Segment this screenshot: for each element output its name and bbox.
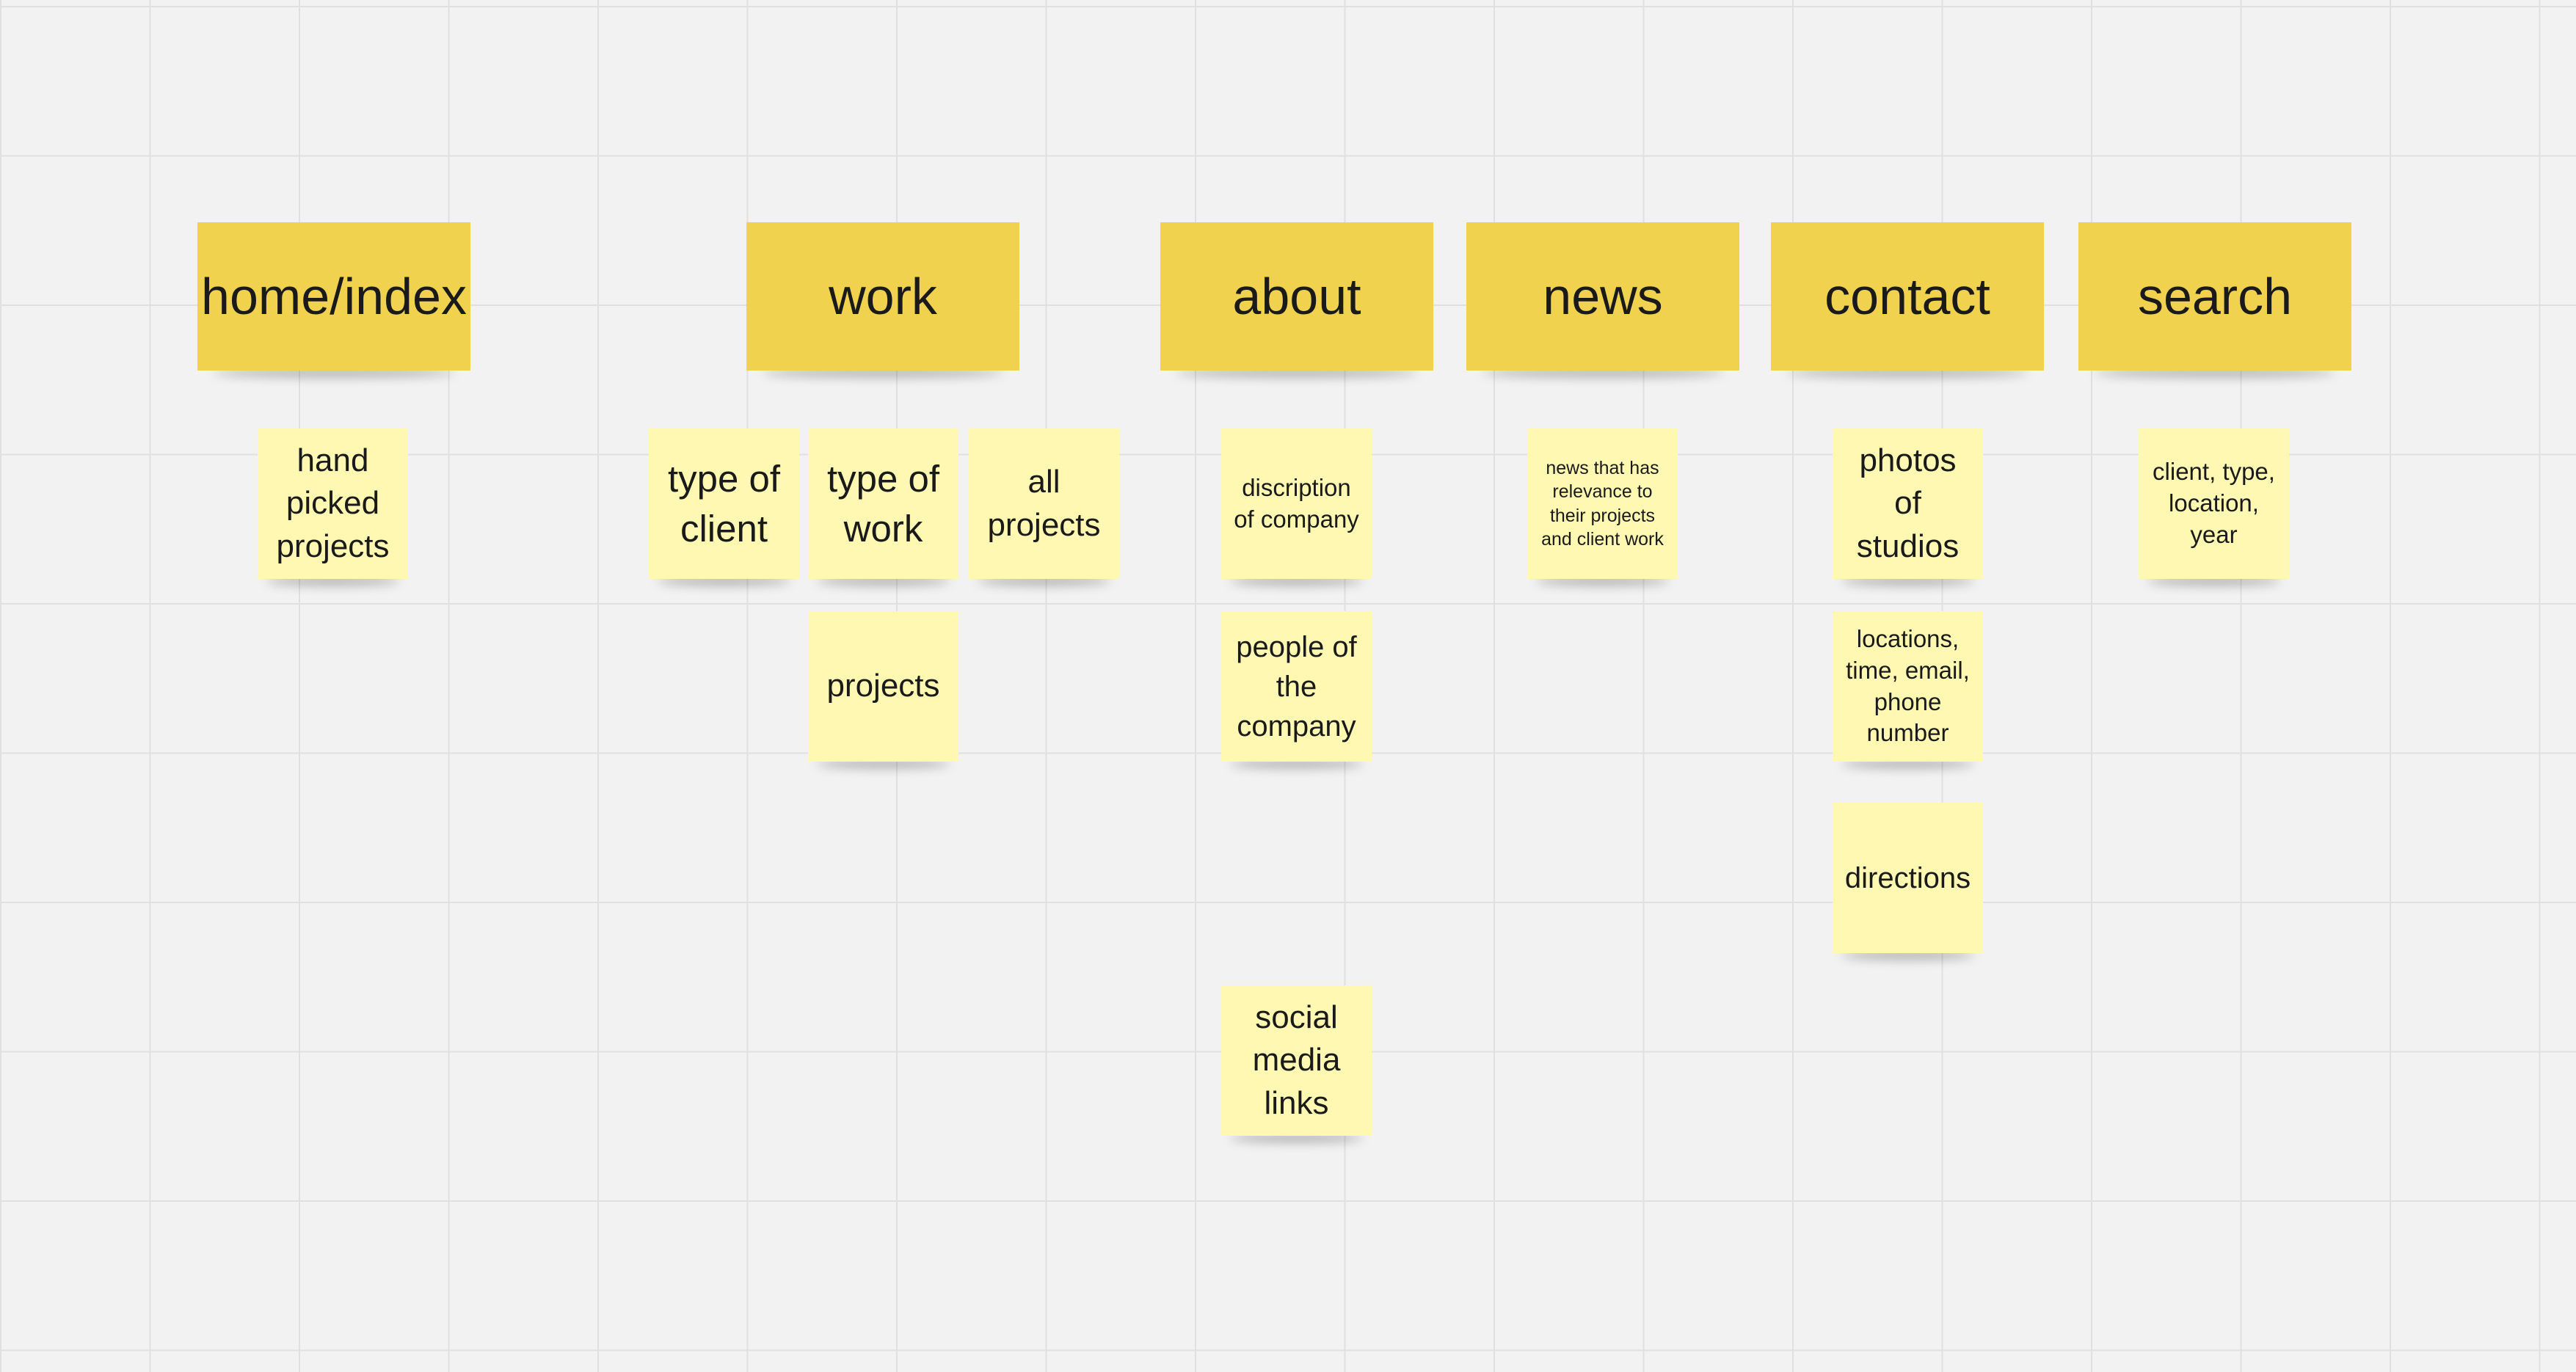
- sticky-note-text: type of work: [826, 458, 940, 550]
- sticky-note-text: social media links: [1252, 999, 1341, 1121]
- sticky-note-all-projects[interactable]: all projects: [969, 428, 1119, 579]
- sticky-note-text: search: [2137, 267, 2293, 325]
- sticky-note-text: discription of company: [1234, 473, 1359, 533]
- sticky-note-text: photos of studios: [1856, 442, 1960, 564]
- sticky-note-text: all projects: [987, 464, 1101, 543]
- sticky-note-client-type-location-year[interactable]: client, type, location, year: [2139, 428, 2289, 579]
- sticky-note-news[interactable]: news: [1466, 222, 1739, 371]
- sticky-note-directions[interactable]: directions: [1833, 803, 1983, 953]
- sticky-note-home-index[interactable]: home/index: [197, 222, 470, 371]
- sticky-note-type-of-work[interactable]: type of work: [808, 428, 958, 579]
- sticky-note-photos-of-studios[interactable]: photos of studios: [1833, 428, 1983, 579]
- sticky-note-text: news: [1543, 267, 1663, 325]
- sticky-note-text: news that has relevance to their project…: [1541, 457, 1664, 550]
- sticky-note-text: about: [1232, 267, 1361, 325]
- sticky-note-text: projects: [826, 668, 940, 704]
- sticky-note-text: type of client: [667, 458, 781, 550]
- sticky-note-text: hand picked projects: [276, 442, 390, 564]
- sticky-note-text: directions: [1844, 861, 1971, 894]
- sticky-note-work[interactable]: work: [746, 222, 1019, 371]
- sticky-note-text: home/index: [201, 267, 467, 325]
- sticky-note-projects[interactable]: projects: [808, 611, 958, 762]
- sticky-note-news-relevance[interactable]: news that has relevance to their project…: [1527, 428, 1678, 579]
- sticky-note-hand-picked-projects[interactable]: hand picked projects: [258, 428, 408, 579]
- sticky-note-text: locations, time, email, phone number: [1846, 624, 1970, 747]
- sticky-note-locations-time-email-phone[interactable]: locations, time, email, phone number: [1833, 611, 1983, 762]
- sticky-note-discription-of-company[interactable]: discription of company: [1221, 428, 1372, 579]
- sticky-note-type-of-client[interactable]: type of client: [649, 428, 799, 579]
- sticky-note-people-of-the-company[interactable]: people of the company: [1221, 611, 1372, 762]
- sticky-note-text: work: [829, 267, 937, 325]
- sticky-note-text: contact: [1824, 267, 1990, 325]
- sticky-note-contact[interactable]: contact: [1771, 222, 2044, 371]
- sticky-note-text: people of the company: [1236, 630, 1357, 742]
- sticky-note-search[interactable]: search: [2078, 222, 2351, 371]
- sticky-note-text: client, type, location, year: [2153, 458, 2275, 548]
- sticky-note-about[interactable]: about: [1160, 222, 1433, 371]
- sticky-note-social-media-links[interactable]: social media links: [1221, 985, 1372, 1136]
